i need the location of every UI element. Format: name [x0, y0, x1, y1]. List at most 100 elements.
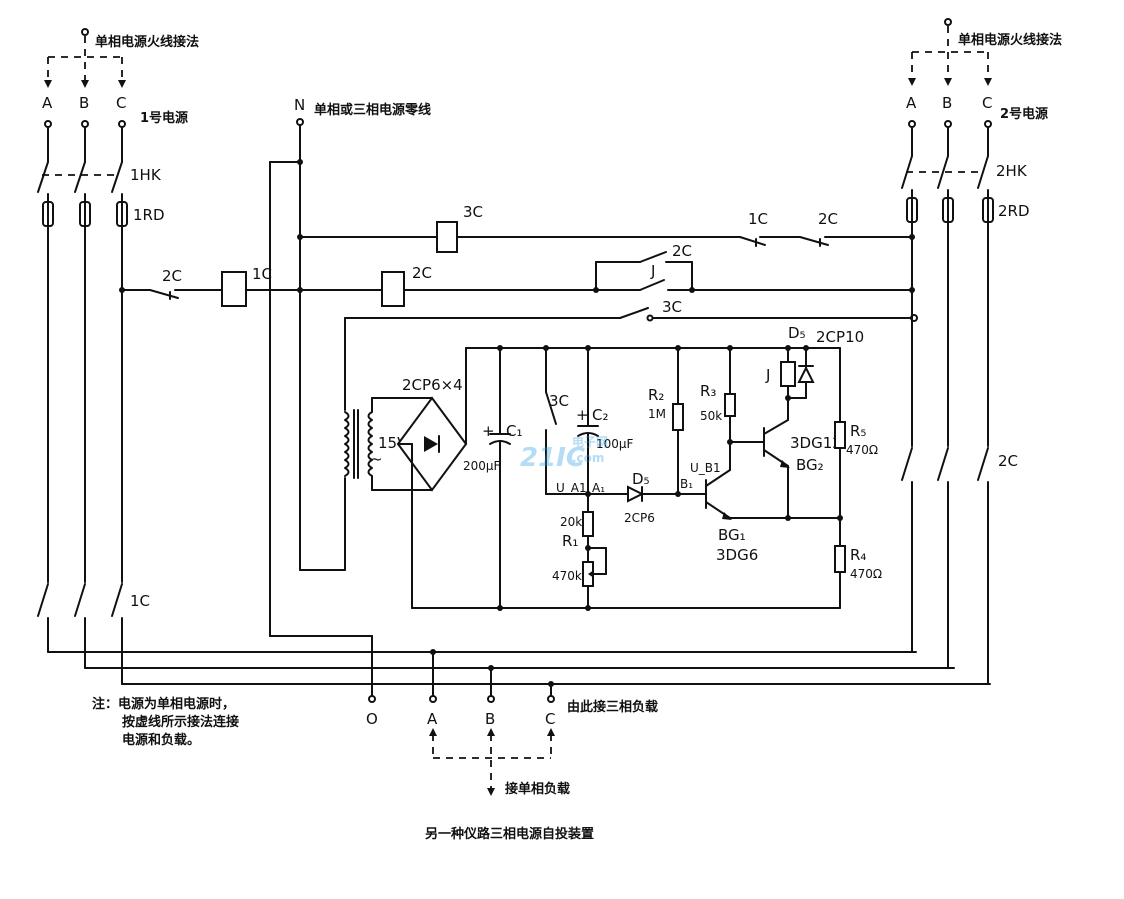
- watermark-text-1: 21IC: [520, 443, 585, 473]
- rd1-label: 1RD: [133, 206, 165, 224]
- contact-j-no: J: [595, 262, 665, 291]
- c3-contact-label: 3C: [549, 392, 569, 410]
- three-phase-load-note: 由此接三相负载: [567, 699, 658, 715]
- bridge-rectifier: 2CP6×4: [396, 376, 468, 492]
- ua1-label: U_A1: [556, 481, 587, 495]
- contact-2c-no: 2C: [639, 242, 692, 263]
- bridge-label: 2CP6×4: [402, 376, 463, 394]
- transistor-bg1: BG₁ 3DG6: [705, 469, 758, 564]
- r5-value: 470Ω: [846, 443, 878, 457]
- rd2-label: 2RD: [998, 202, 1030, 220]
- bg1-label: BG₁: [718, 526, 746, 544]
- neutral-n-label: N: [294, 96, 305, 114]
- bg2-label: BG₂: [796, 456, 824, 474]
- capacitor-c1: + C₁ 200μF: [463, 347, 523, 609]
- single-phase-load-dashed: 接单相负载: [429, 728, 570, 797]
- relay-j-label: J: [765, 366, 770, 384]
- contact-2c-label: 2C: [818, 210, 838, 228]
- c1-value: 200μF: [463, 459, 501, 473]
- watermark-text-2: 电子网: [572, 434, 608, 449]
- contact-2c-nc: 2C: [799, 210, 838, 247]
- source-1-label: 1号电源: [140, 110, 188, 126]
- coil-1c: [221, 271, 247, 307]
- watermark-logo: 21IC 电子网 .com: [520, 434, 608, 473]
- c2-main-label: 2C: [998, 452, 1018, 470]
- r3-value: 50k: [700, 409, 722, 423]
- right-live-note: 单相电源火线接法: [958, 32, 1062, 48]
- resistor-r4: R₄ 470Ω: [834, 517, 882, 609]
- note-line-2: 按虚线所示接法连接: [122, 714, 239, 730]
- r2-label: R₂: [648, 386, 664, 404]
- bg2-value: 3DG12: [790, 434, 842, 452]
- phase-c-label: C: [116, 94, 126, 112]
- resistor-r3: R₃ 50k: [700, 347, 736, 443]
- c2-value: 100μF: [596, 437, 634, 451]
- source-2-label: 2号电源: [1000, 106, 1048, 122]
- hk2-label: 2HK: [996, 162, 1028, 180]
- contact-3c-label: 3C: [662, 298, 682, 316]
- a1-label: A₁: [592, 481, 605, 495]
- resistor-r5: R₅ 470Ω: [834, 347, 878, 519]
- contact-1c-nc: 1C: [739, 210, 768, 247]
- ub1-label: U_B1: [690, 461, 721, 475]
- transistor-bg2: 3DG12 BG₂: [763, 419, 842, 474]
- capacitor-c2: + C₂ 100μF: [576, 347, 634, 495]
- c1-main-label: 1C: [130, 592, 150, 610]
- resistor-r1: 20k R₁: [560, 493, 594, 550]
- single-phase-load-note: 接单相负载: [505, 781, 570, 797]
- c2-label: C₂: [592, 406, 609, 424]
- diode-d5: D₅ 2CP6: [624, 470, 655, 525]
- contact-2c-no-label: 2C: [672, 242, 692, 260]
- contact-2c-left: 2C: [149, 267, 182, 300]
- contact-1c-label: 1C: [748, 210, 768, 228]
- neutral-note: 单相或三相电源零线: [314, 102, 431, 118]
- r5-label: R₅: [850, 422, 866, 440]
- contact-j-label: J: [650, 262, 655, 280]
- r4-label: R₄: [850, 546, 866, 564]
- r3-label: R₃: [700, 382, 716, 400]
- diode-d5-top: D₅ 2CP10: [788, 324, 864, 383]
- hk1-label: 1HK: [130, 166, 162, 184]
- r-phase-a-label: A: [906, 94, 917, 112]
- c2-plus: +: [576, 406, 589, 424]
- r-phase-b-label: B: [942, 94, 952, 112]
- note-line-1: 注：电源为单相电源时，: [92, 696, 235, 712]
- coil-2c-label: 2C: [412, 264, 432, 282]
- d5-top-label: D₅: [788, 324, 806, 342]
- note-line-3: 电源和负载。: [122, 732, 200, 748]
- contact-3c-control: 3C: [545, 347, 569, 495]
- b1-label: B₁: [680, 477, 693, 491]
- coil-2c: [381, 271, 405, 307]
- coil-3c: [436, 221, 458, 253]
- bg1-value: 3DG6: [716, 546, 758, 564]
- left-live-note: 单相电源火线接法: [95, 34, 199, 50]
- contact-2c-left-label: 2C: [162, 267, 182, 285]
- terminal-o-label: O: [366, 710, 378, 728]
- c1-label: C₁: [506, 422, 523, 440]
- d5-label: D₅: [632, 470, 650, 488]
- r-phase-c-label: C: [982, 94, 992, 112]
- relay-j-coil: [780, 361, 796, 387]
- r1-value: 20k: [560, 515, 582, 529]
- terminal-b-label: B: [485, 710, 495, 728]
- terminal-a-label: A: [427, 710, 438, 728]
- watermark-text-3: .com: [572, 451, 604, 465]
- phase-a-label: A: [42, 94, 53, 112]
- source-1-terminals: 单相电源火线接法 A B C 1号电源: [42, 28, 199, 128]
- fuse-2rd: 2RD: [906, 197, 1030, 223]
- coil-3c-label: 3C: [463, 203, 483, 221]
- coil-1c-label: 1C: [252, 265, 272, 283]
- r2-value: 1M: [648, 407, 666, 421]
- resistor-r2: R₂ 1M: [648, 347, 684, 495]
- r4-value: 470Ω: [850, 567, 882, 581]
- pot-value: 470k: [552, 569, 582, 583]
- source-2-terminals: 单相电源火线接法 A B C 2号电源: [906, 18, 1062, 128]
- switch-1hk: 1HK: [37, 161, 162, 193]
- fuse-1rd: 1RD: [42, 201, 165, 227]
- contactor-1c-main: 1C: [37, 583, 150, 617]
- ac-symbol: ~: [370, 450, 383, 468]
- contactor-2c-main: 2C: [901, 447, 1018, 481]
- phase-b-label: B: [79, 94, 89, 112]
- diagram-caption: 另一种仪路三相电源自投装置: [425, 826, 594, 842]
